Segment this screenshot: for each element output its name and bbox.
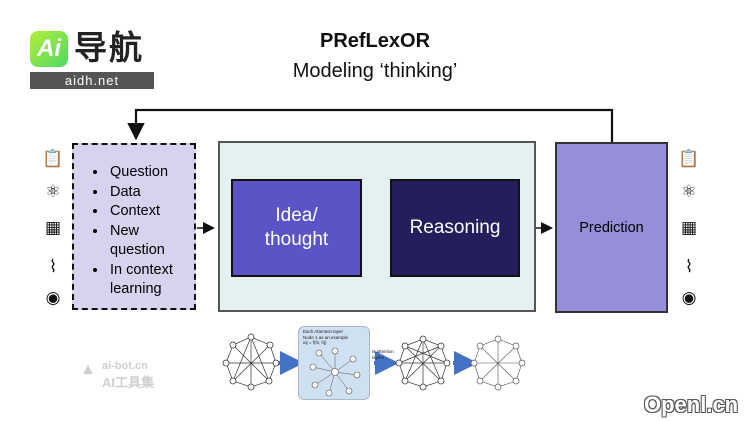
input-item-context: Context <box>108 202 194 222</box>
prediction-label: Prediction <box>579 219 644 236</box>
dna-icon: ⌇ <box>48 257 58 276</box>
attention-graph <box>309 347 361 397</box>
molecule-icon: ⚛ <box>45 182 61 201</box>
prediction-box: Prediction <box>555 142 668 313</box>
input-item-new-question: New question <box>108 222 194 261</box>
logo-badge: Ai <box>30 31 68 67</box>
diagram-title: PRefLexOR <box>319 30 431 52</box>
diagram-subtitle: Modeling ‘thinking’ <box>292 60 458 82</box>
watermark-aibot-cn: AI工具集 <box>102 375 155 390</box>
outer-feedback-arrow <box>127 108 614 142</box>
graph-1 <box>222 333 280 391</box>
watermark-aibot-url: ai-bot.cn <box>102 360 148 372</box>
graph-2 <box>395 335 451 391</box>
circuit-icon: ▦ <box>44 218 62 237</box>
input-list: Question Data Context New question In co… <box>74 163 194 300</box>
logo-url: aidh.net <box>30 72 154 89</box>
idea-thought-label: Idea/ thought <box>264 205 329 250</box>
circuit-icon: ▦ <box>680 218 698 237</box>
reasoning-label: Reasoning <box>409 217 501 238</box>
molecule-icon: ⚛ <box>681 182 697 201</box>
n-attention-label: N attention layers <box>372 349 394 360</box>
attention-line-2: Node 1 as an example <box>303 334 349 340</box>
input-item-in-context-learning: In context learning <box>108 261 194 300</box>
attention-line-1: Each Attention layer <box>303 329 344 334</box>
attention-line-3: αij = f(hi, hj) <box>303 340 327 345</box>
clipboard-icon: 📋 <box>678 149 700 168</box>
graph-3 <box>470 335 526 391</box>
dna-icon: ⌇ <box>684 257 694 276</box>
idea-thought-box: Idea/ thought <box>231 179 362 277</box>
brain-icon: ◉ <box>681 288 697 307</box>
clipboard-icon: 📋 <box>42 149 64 168</box>
input-box: Question Data Context New question In co… <box>72 143 196 310</box>
watermark-openl: Openl.cn <box>644 392 739 417</box>
input-item-question: Question <box>108 163 194 183</box>
input-item-data: Data <box>108 183 194 203</box>
brain-icon: ◉ <box>45 288 61 307</box>
logo-name: 导航 <box>74 29 144 66</box>
attention-panel: Each Attention layer Node 1 as an exampl… <box>298 326 370 400</box>
reasoning-box: Reasoning <box>390 179 520 277</box>
aibot-logo-icon: ▲ <box>80 361 96 378</box>
